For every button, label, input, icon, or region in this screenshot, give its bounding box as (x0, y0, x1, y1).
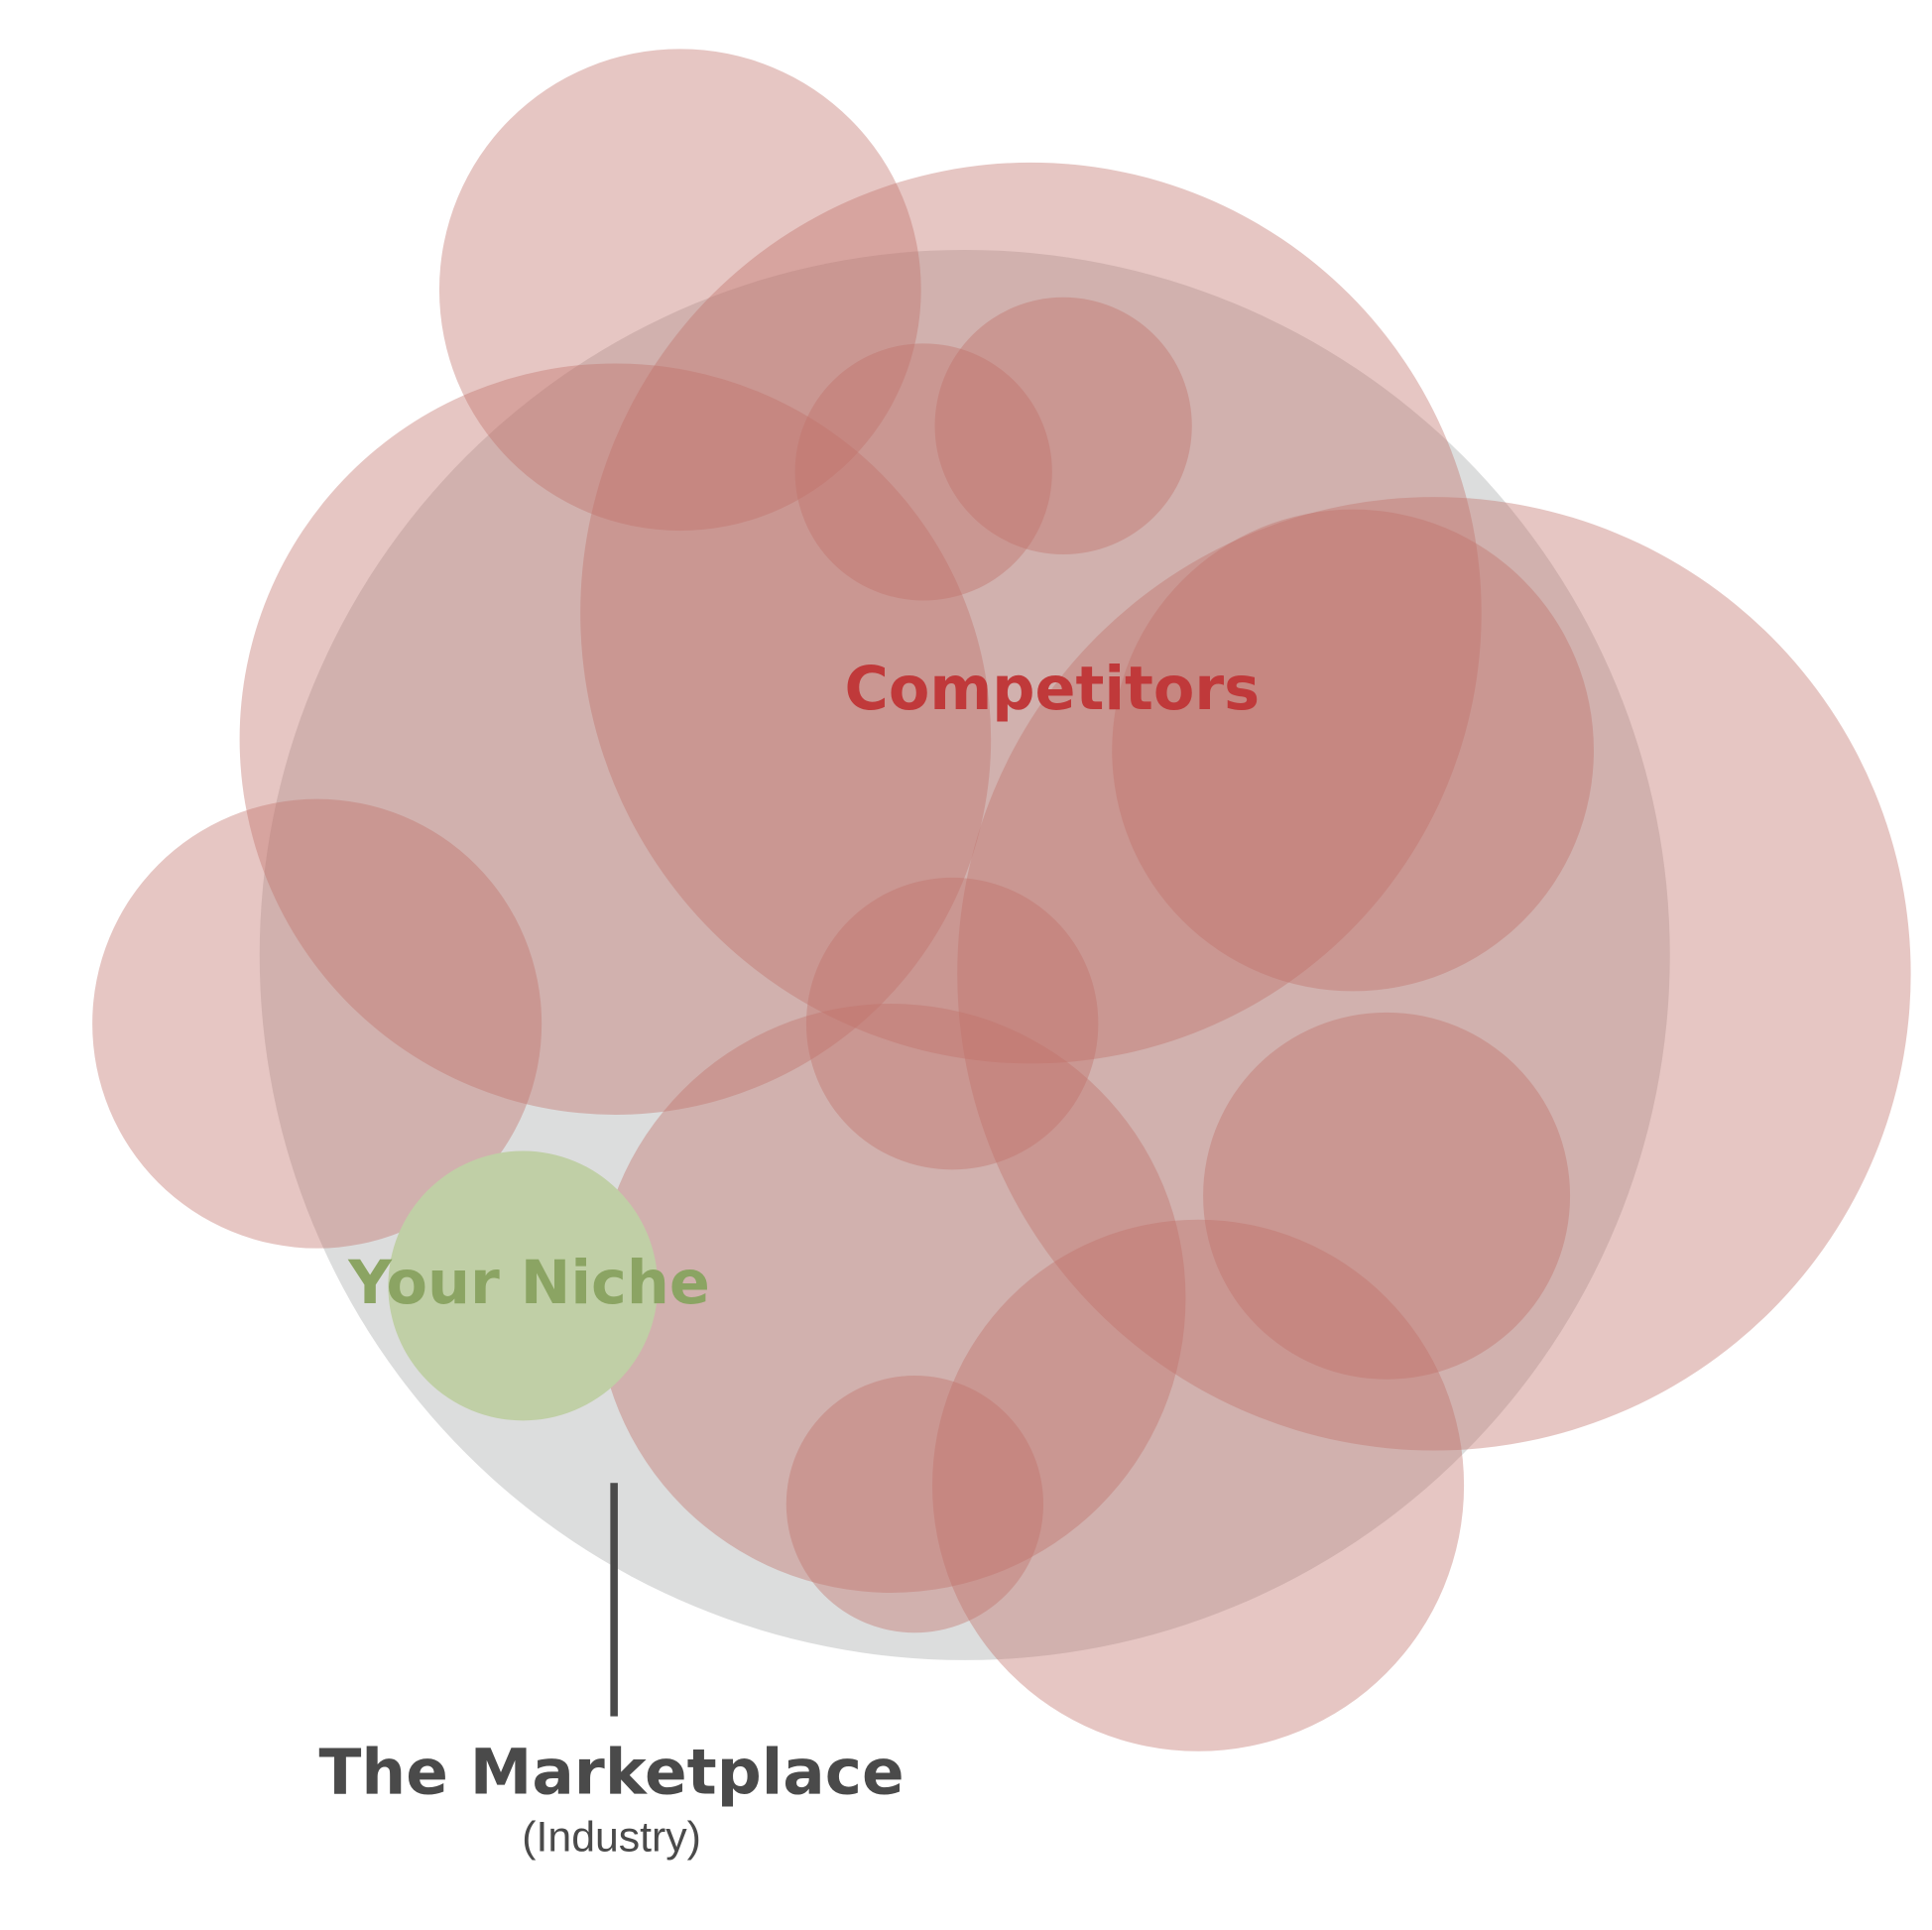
competitor-circle (1112, 509, 1594, 992)
competitor-circle (239, 363, 992, 1116)
marketplace-label: The Marketplace (319, 1737, 905, 1809)
competitor-circle (580, 162, 1482, 1064)
competitor-circle (596, 1004, 1186, 1593)
competitor-circle (1203, 1012, 1571, 1380)
competitor-circle (932, 1219, 1465, 1751)
niche-label: Your Niche (347, 1249, 709, 1318)
marketplace-pointer-line (610, 1483, 618, 1717)
competitor-circle (92, 798, 543, 1249)
competitor-circle (785, 1376, 1044, 1633)
competitor-circle (934, 297, 1192, 554)
marketplace-sublabel: (Industry) (522, 1813, 701, 1861)
competitor-circle (957, 497, 1911, 1451)
competitor-circle (805, 877, 1099, 1170)
competitor-circle (438, 49, 921, 532)
competitors-label: Competitors (845, 655, 1261, 724)
niche-circle (388, 1150, 659, 1421)
competitor-circles (92, 49, 1911, 1751)
competitor-circle (794, 343, 1052, 601)
